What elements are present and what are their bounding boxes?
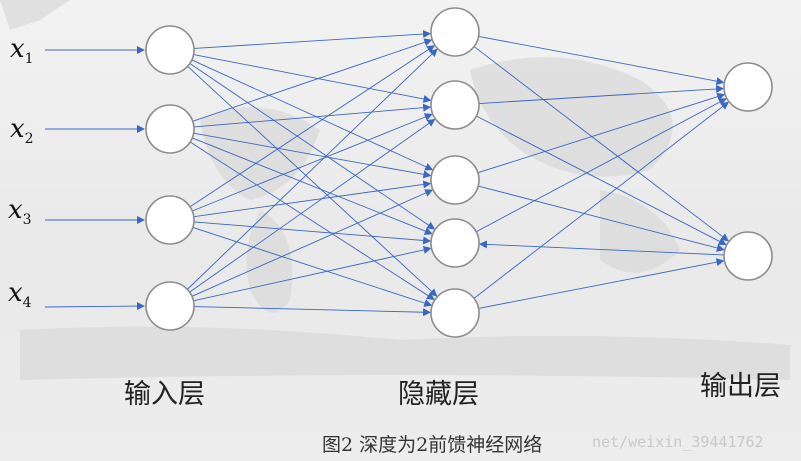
edge-input-4-hidden-1 xyxy=(186,48,438,290)
output-node-1 xyxy=(723,62,773,112)
edge-input-1-hidden-2 xyxy=(193,54,432,103)
hidden-node-1 xyxy=(430,7,480,57)
edge-hidden-5-output-1 xyxy=(473,101,729,299)
figure-caption: 图2 深度为2前馈神经网络 xyxy=(322,434,543,456)
input-subscript: 3 xyxy=(22,212,32,229)
edge-hidden-4-output-1 xyxy=(475,98,727,233)
input-label-x3: x3 xyxy=(8,195,32,228)
input-layer-label: 输入层 xyxy=(124,379,205,410)
edge-hidden-2-output-2 xyxy=(476,115,727,246)
input-node-4 xyxy=(145,281,195,331)
edge-input-2-hidden-4 xyxy=(192,137,433,235)
input-node-1 xyxy=(145,25,195,75)
hidden-layer-label: 隐藏层 xyxy=(398,379,479,410)
hidden-node-5 xyxy=(430,288,480,338)
edge-hidden-2-output-1 xyxy=(478,84,725,104)
input-subscript: 4 xyxy=(22,295,32,312)
edge-hidden-1-output-2 xyxy=(473,46,729,242)
input-subscript: 2 xyxy=(24,131,34,148)
edge-input-4-hidden-4 xyxy=(193,246,432,302)
edge-hidden-1-output-1 xyxy=(478,35,725,86)
edge-input-2-hidden-5 xyxy=(189,141,435,300)
connections xyxy=(186,30,729,317)
output-layer-label: 输出层 xyxy=(700,371,781,402)
input-variable: x xyxy=(8,195,23,225)
watermark: net/weixin_39441762 xyxy=(592,433,764,451)
edge-input-3-hidden-1 xyxy=(189,45,435,208)
input-variable: x xyxy=(10,34,25,64)
edge-hidden-4-output-2 xyxy=(478,240,725,256)
edge-hidden-3-output-1 xyxy=(477,92,726,174)
edge-input-1-hidden-5 xyxy=(187,65,438,297)
edge-input-3-hidden-3 xyxy=(193,180,432,218)
hidden-node-2 xyxy=(430,80,480,130)
neurons xyxy=(145,7,773,338)
edge-input-3-hidden-4 xyxy=(193,221,432,245)
edge-input-2-hidden-2 xyxy=(193,103,432,128)
edge-input-4-hidden-5 xyxy=(193,306,432,317)
input-node-2 xyxy=(145,104,195,154)
edge-input-2-hidden-1 xyxy=(192,38,433,122)
hidden-node-4 xyxy=(430,218,480,268)
input-label-x2: x2 xyxy=(10,114,34,147)
input-node-3 xyxy=(145,195,195,245)
edge-input-4-hidden-3 xyxy=(191,189,434,297)
input-subscript: 1 xyxy=(24,51,34,68)
input-arrows xyxy=(44,46,145,311)
input-arrow-4 xyxy=(44,302,145,311)
edge-input-4-hidden-2 xyxy=(189,118,436,293)
edge-hidden-3-output-2 xyxy=(478,185,725,252)
edge-input-2-hidden-3 xyxy=(193,132,432,179)
edge-input-1-hidden-1 xyxy=(193,30,432,49)
edge-input-1-hidden-3 xyxy=(191,59,434,171)
hidden-node-3 xyxy=(430,155,480,205)
input-variable: x xyxy=(10,114,25,144)
input-variable: x xyxy=(8,278,23,308)
edge-input-1-hidden-4 xyxy=(189,63,436,230)
input-label-x4: x4 xyxy=(8,278,32,311)
edge-hidden-5-output-2 xyxy=(478,258,725,309)
input-label-x1: x1 xyxy=(10,34,34,67)
edge-input-3-hidden-5 xyxy=(192,227,433,307)
output-node-2 xyxy=(723,231,773,281)
edge-input-3-hidden-2 xyxy=(192,113,433,212)
